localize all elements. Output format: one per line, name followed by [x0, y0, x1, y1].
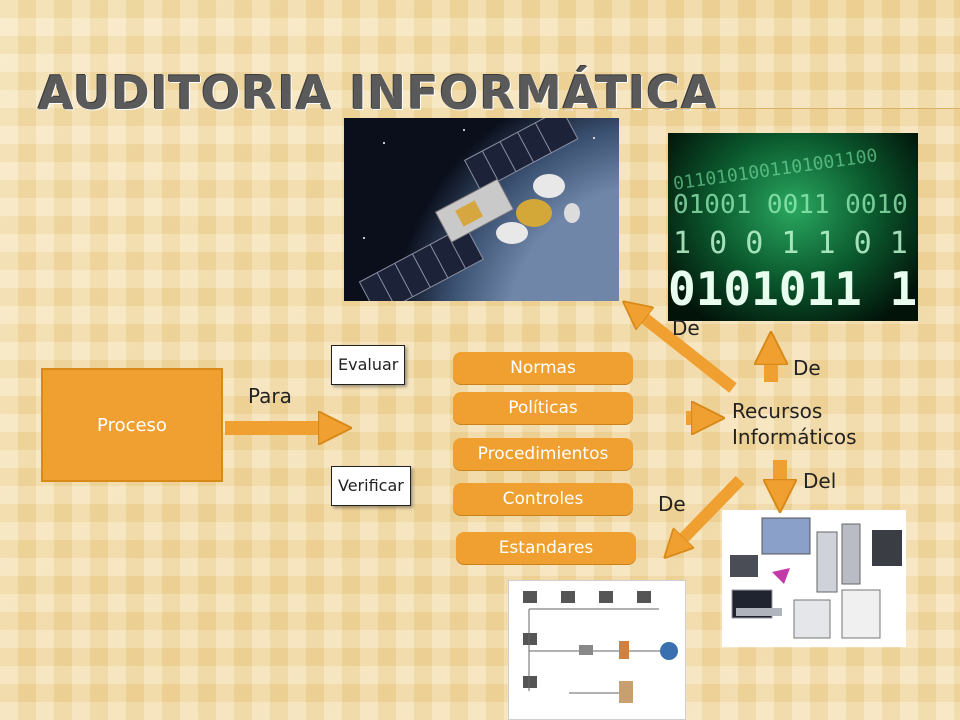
- del-label: Del: [803, 469, 837, 493]
- item-estandares: Estandares: [456, 532, 636, 564]
- de-label-network: De: [658, 492, 686, 516]
- slide-title: Auditoria Informática: [38, 66, 718, 120]
- de-label-binary: De: [793, 356, 821, 380]
- item-politicas: Políticas: [453, 392, 633, 424]
- recursos-line-2: Informáticos: [732, 425, 857, 449]
- item-normas: Normas: [453, 352, 633, 384]
- recursos-informaticos-label: Recursos Informáticos: [732, 398, 857, 450]
- network-diagram-image: [508, 580, 686, 720]
- binary-code-image: 0110101001101001100 01001 0011 0010 01 1…: [668, 133, 918, 321]
- item-procedimientos: Procedimientos: [453, 438, 633, 470]
- para-label: Para: [248, 384, 292, 408]
- de-label-satellite: De: [672, 316, 700, 340]
- satellite-image: [344, 118, 619, 301]
- svg-text:1 0 0 1 1 0 1 0: 1 0 0 1 1 0 1 0: [673, 226, 918, 261]
- verificar-box: Verificar: [331, 466, 411, 506]
- svg-text:0101011 10: 0101011 10: [668, 262, 918, 316]
- arrow-recursos-to-network: [674, 475, 745, 548]
- title-underline: [560, 108, 960, 109]
- evaluar-box: Evaluar: [331, 345, 406, 385]
- item-controles: Controles: [453, 483, 633, 515]
- computer-hardware-image: [722, 510, 906, 647]
- arrow-recursos-to-satellite: [634, 310, 737, 393]
- svg-text:01001 0011 0010 01: 01001 0011 0010 01: [673, 190, 918, 220]
- recursos-line-1: Recursos: [732, 399, 823, 423]
- process-box: Proceso: [41, 368, 223, 482]
